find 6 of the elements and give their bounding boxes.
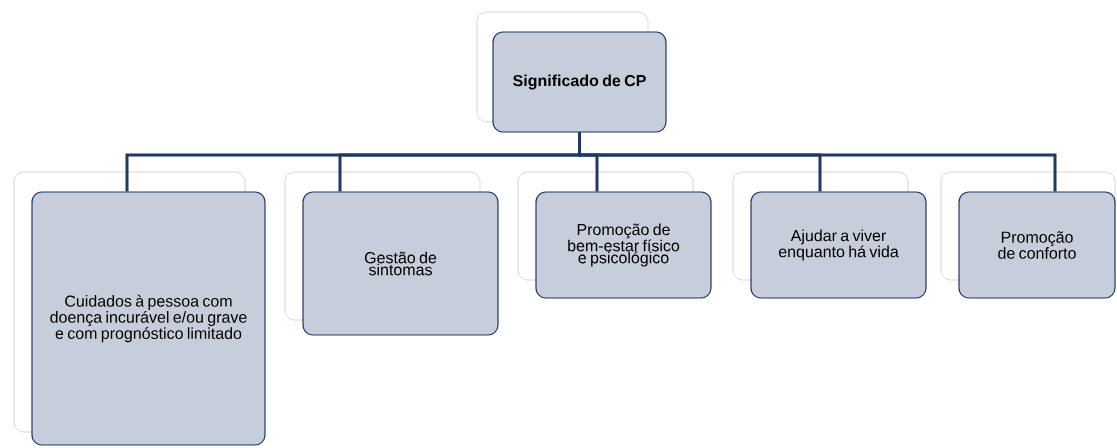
stacked-box: Gestão de sintomas: [284, 171, 499, 336]
stacked-box: Ajudar a viver enquanto há vida: [732, 171, 927, 299]
stacked-box: Promoção de bem-estar físico e psicológico: [517, 171, 712, 299]
stacked-box: Cuidados à pessoa com doença incurável e/ou grave e com prognóstico limitado: [13, 171, 266, 446]
stacked-box: Promoção de conforto: [940, 171, 1116, 299]
stacked-box: Significado de CP: [476, 11, 667, 133]
